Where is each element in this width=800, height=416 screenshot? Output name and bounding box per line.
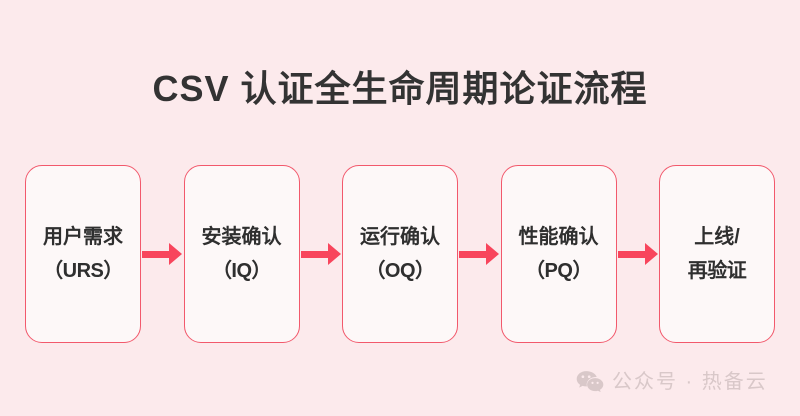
flow-step-golive-revalidation[interactable]: 上线/ 再验证	[659, 165, 775, 343]
flow-step-label-line1: 安装确认	[201, 226, 282, 248]
flow-step-label-line2: （IQ）	[211, 260, 272, 282]
flow-step-label-line1: 运行确认	[360, 226, 440, 248]
flow-step-iq[interactable]: 安装确认 （IQ）	[183, 165, 300, 343]
watermark-text: 公众号 · 热备云	[612, 371, 768, 393]
arrow-right-icon	[142, 243, 183, 265]
arrow-right-icon	[300, 243, 341, 265]
flow-step-label-line1: 性能确认	[518, 226, 599, 248]
page-title: CSV 认证全生命周期论证流程	[152, 68, 648, 109]
arrow-head	[486, 243, 500, 265]
flow-step-label-line2: （PQ）	[525, 260, 592, 282]
flow-step-urs[interactable]: 用户需求 （URS）	[25, 165, 141, 343]
arrow-shaft	[142, 250, 171, 258]
watermark: 公众号 · 热备云	[576, 370, 768, 394]
arrow-shaft	[300, 250, 329, 258]
flow-step-label-line2: （URS）	[43, 260, 123, 282]
process-flow: 用户需求 （URS） 安装确认 （IQ） 运行确认 （OQ） 性能确认 （PQ）	[25, 165, 775, 343]
arrow-shaft	[459, 250, 488, 258]
flow-step-label-line2: （OQ）	[365, 260, 435, 282]
arrow-head	[327, 243, 341, 265]
flow-step-oq[interactable]: 运行确认 （OQ）	[342, 165, 458, 343]
arrow-head	[644, 243, 658, 265]
flow-step-label-line2: 再验证	[687, 260, 747, 282]
wechat-icon	[576, 370, 604, 394]
arrow-head	[169, 243, 183, 265]
arrow-shaft	[617, 250, 646, 258]
flow-step-label-line1: 用户需求	[43, 226, 123, 248]
arrow-right-icon	[459, 243, 500, 265]
flow-step-pq[interactable]: 性能确认 （PQ）	[500, 165, 617, 343]
flow-step-label-line1: 上线/	[694, 226, 740, 248]
arrow-right-icon	[617, 243, 658, 265]
